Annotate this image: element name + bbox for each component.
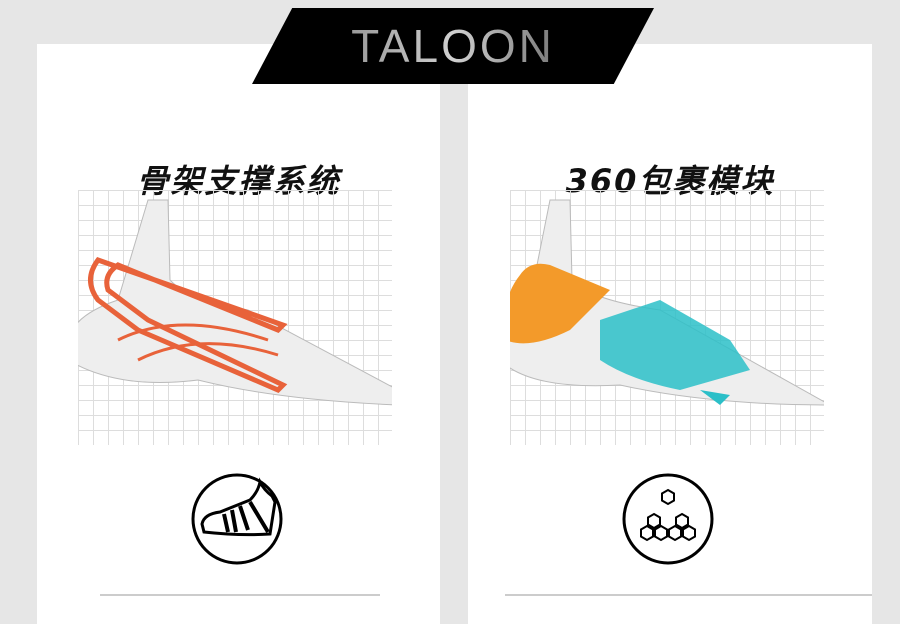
divider bbox=[505, 594, 872, 596]
wrap-module-panel: 360包裹模块 bbox=[468, 44, 872, 624]
hexagon-cluster-icon bbox=[622, 473, 714, 565]
shoe-icon bbox=[191, 473, 283, 565]
divider bbox=[100, 594, 380, 596]
skeleton-support-panel: 骨架支撑系统 bbox=[37, 44, 440, 624]
foot-skeleton-diagram bbox=[66, 190, 399, 445]
foot-wrap-diagram bbox=[497, 190, 832, 445]
brand-logo: TALOON bbox=[252, 8, 654, 84]
